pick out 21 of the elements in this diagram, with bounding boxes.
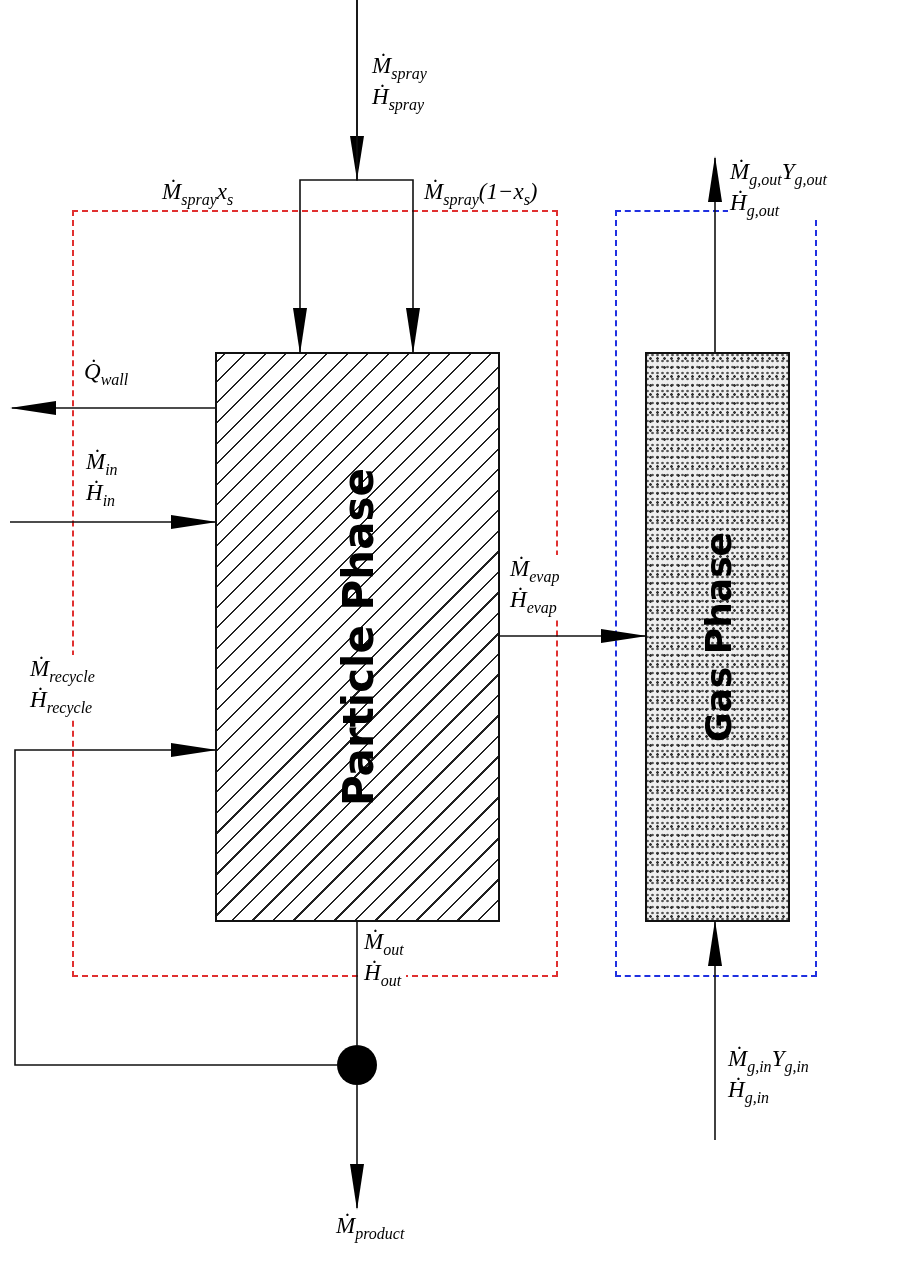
edge-label: Ṁ$_{evap}$ Ḣ$_{evap}$ bbox=[508, 555, 562, 618]
arrow bbox=[499, 629, 647, 643]
arrow bbox=[14, 743, 338, 1066]
stippled-block bbox=[645, 352, 790, 922]
hatched-block bbox=[215, 352, 500, 922]
edge-label: Ṁ$_{spray}$x$_{s}$ bbox=[160, 178, 236, 210]
flow-label: Ṁ$_{spray}$ Ḣ$_{spray}$ bbox=[370, 52, 429, 115]
edge-label: Ṁ$_{product}$ bbox=[334, 1212, 407, 1244]
edge-label: Ṁ$_{recycle}$ Ḣ$_{recycle}$ bbox=[28, 655, 97, 718]
phase-label: Particle Phase bbox=[333, 467, 382, 807]
arrow bbox=[10, 401, 216, 415]
arrow bbox=[708, 156, 722, 353]
edge-label: Ṁ$_{g,in}$Y$_{g,in}$ Ḣ$_{g,in}$ bbox=[726, 1045, 811, 1108]
junction-dot bbox=[337, 1045, 377, 1085]
arrow bbox=[708, 920, 722, 1141]
arrow bbox=[350, 1084, 364, 1210]
edge-label: Ṁ$_{spray}$(1−x$_{s}$) bbox=[422, 178, 540, 210]
phase-label: Gas Phase bbox=[697, 532, 738, 742]
arrow bbox=[356, 0, 420, 354]
arrow bbox=[9, 515, 217, 529]
edge-label: Ṁ$_{g,out}$Y$_{g,out}$ Ḣ$_{g,out}$ bbox=[728, 158, 829, 221]
